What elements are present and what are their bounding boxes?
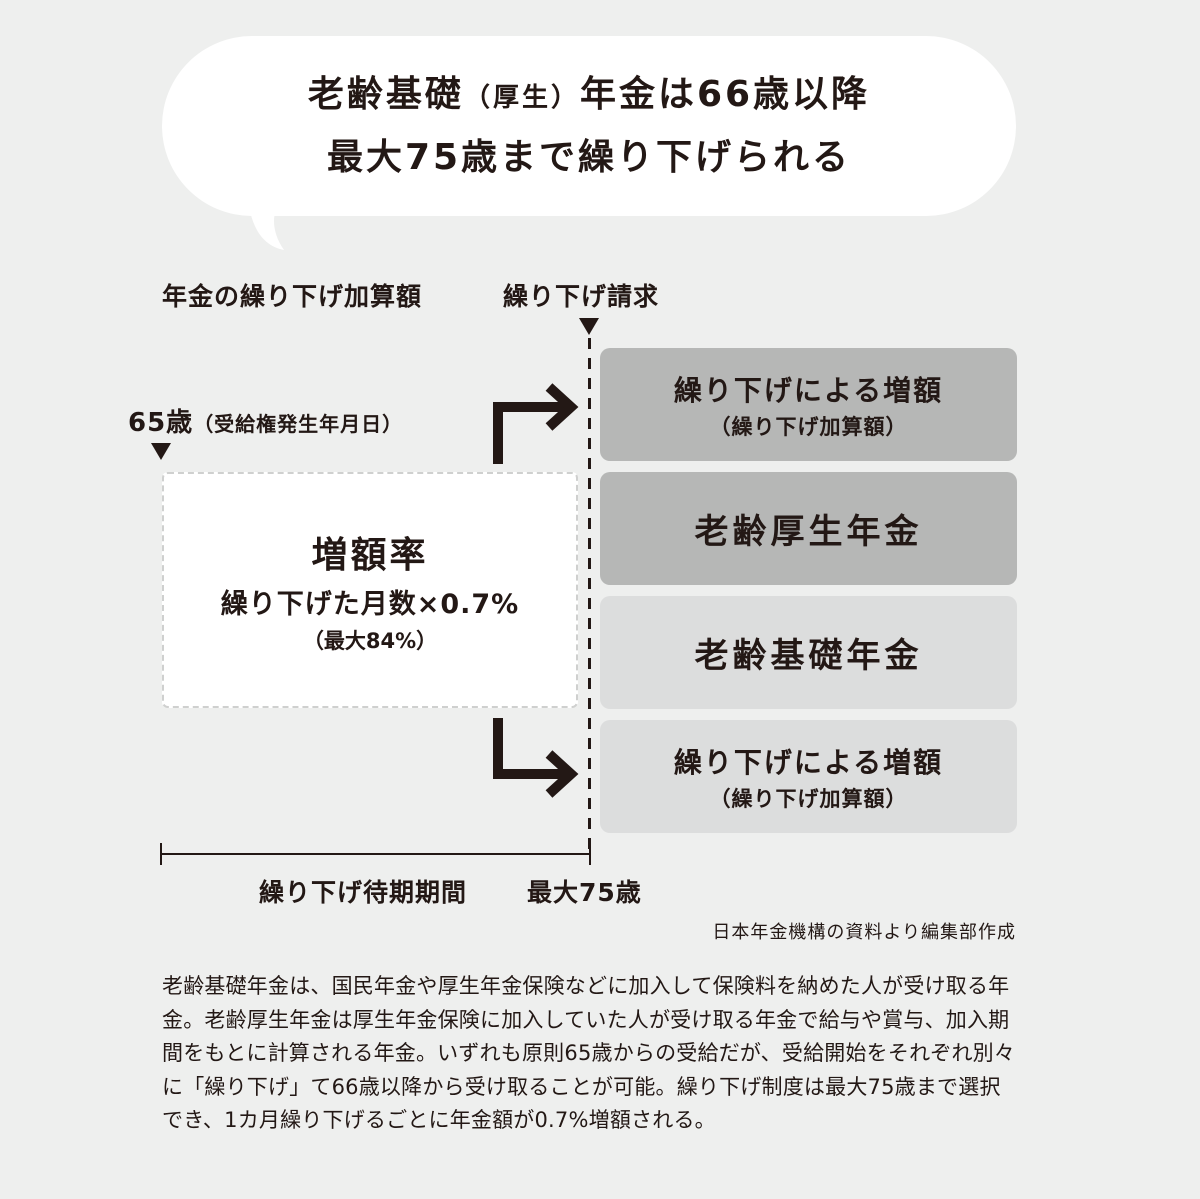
stack-box-sub-text: （繰り下げ加算額） [709,414,908,439]
arrow-down-right-icon [493,718,579,798]
age-65-paren: （受給権発生年月日） [193,412,404,436]
stack-box-basic-pension: 老齢基礎年金 [600,596,1017,709]
increase-rate-title: 増額率 [311,534,429,576]
bubble-tail-icon [248,200,284,250]
deferral-period-label: 繰り下げ待期期間 [259,878,468,907]
stack-box-upper-increase: 繰り下げによる増額 （繰り下げ加算額） [600,348,1017,461]
max-age-label: 最大75歳 [527,878,642,907]
stack-box-main-text: 老齢基礎年金 [694,636,923,676]
deferral-request-dashed-line [588,338,591,858]
stack-box-main-text: 老齢厚生年金 [694,512,923,552]
increase-rate-max: （最大84%） [302,628,438,653]
stack-box-main-text: 繰り下げによる増額 [673,745,944,779]
arrow-up-right-icon [493,383,579,464]
increase-rate-box: 増額率 繰り下げた月数×0.7% （最大84%） [162,472,578,708]
age-65-marker-triangle-icon [151,443,171,460]
stack-box-lower-increase: 繰り下げによる増額 （繰り下げ加算額） [600,720,1017,833]
request-marker-triangle-icon [579,318,599,335]
stack-box-sub-text: （繰り下げ加算額） [709,786,908,811]
headline-line-1: 老齢基礎（厚生）年金は66歳以降 [308,65,870,128]
age-65-label: 65歳（受給権発生年月日） [128,402,403,439]
explanation-paragraph: 老齢基礎年金は、国民年金や厚生年金保険などに加入して保険料を納めた人が受け取る年… [162,974,1016,1132]
headline-suffix: 年金は66歳以降 [579,73,871,115]
stack-box-main-text: 繰り下げによる増額 [673,373,944,407]
age-65-main: 65歳 [128,408,194,438]
stack-box-employee-pension: 老齢厚生年金 [600,472,1017,585]
period-end-tick [589,843,591,865]
source-note: 日本年金機構の資料より編集部作成 [712,922,1016,943]
headline-bubble: 老齢基礎（厚生）年金は66歳以降 最大75歳まで繰り下げられる [162,36,1016,216]
increase-rate-formula: 繰り下げた月数×0.7% [220,588,520,620]
deferred-addition-header: 年金の繰り下げ加算額 [162,282,423,311]
deferral-request-header: 繰り下げ請求 [503,282,660,311]
headline-paren: （厚生） [463,82,580,113]
headline-prefix: 老齢基礎 [307,73,464,115]
deferral-period-line [161,853,591,855]
period-start-tick [160,843,162,865]
headline-line-2: 最大75歳まで繰り下げられる [326,136,852,178]
